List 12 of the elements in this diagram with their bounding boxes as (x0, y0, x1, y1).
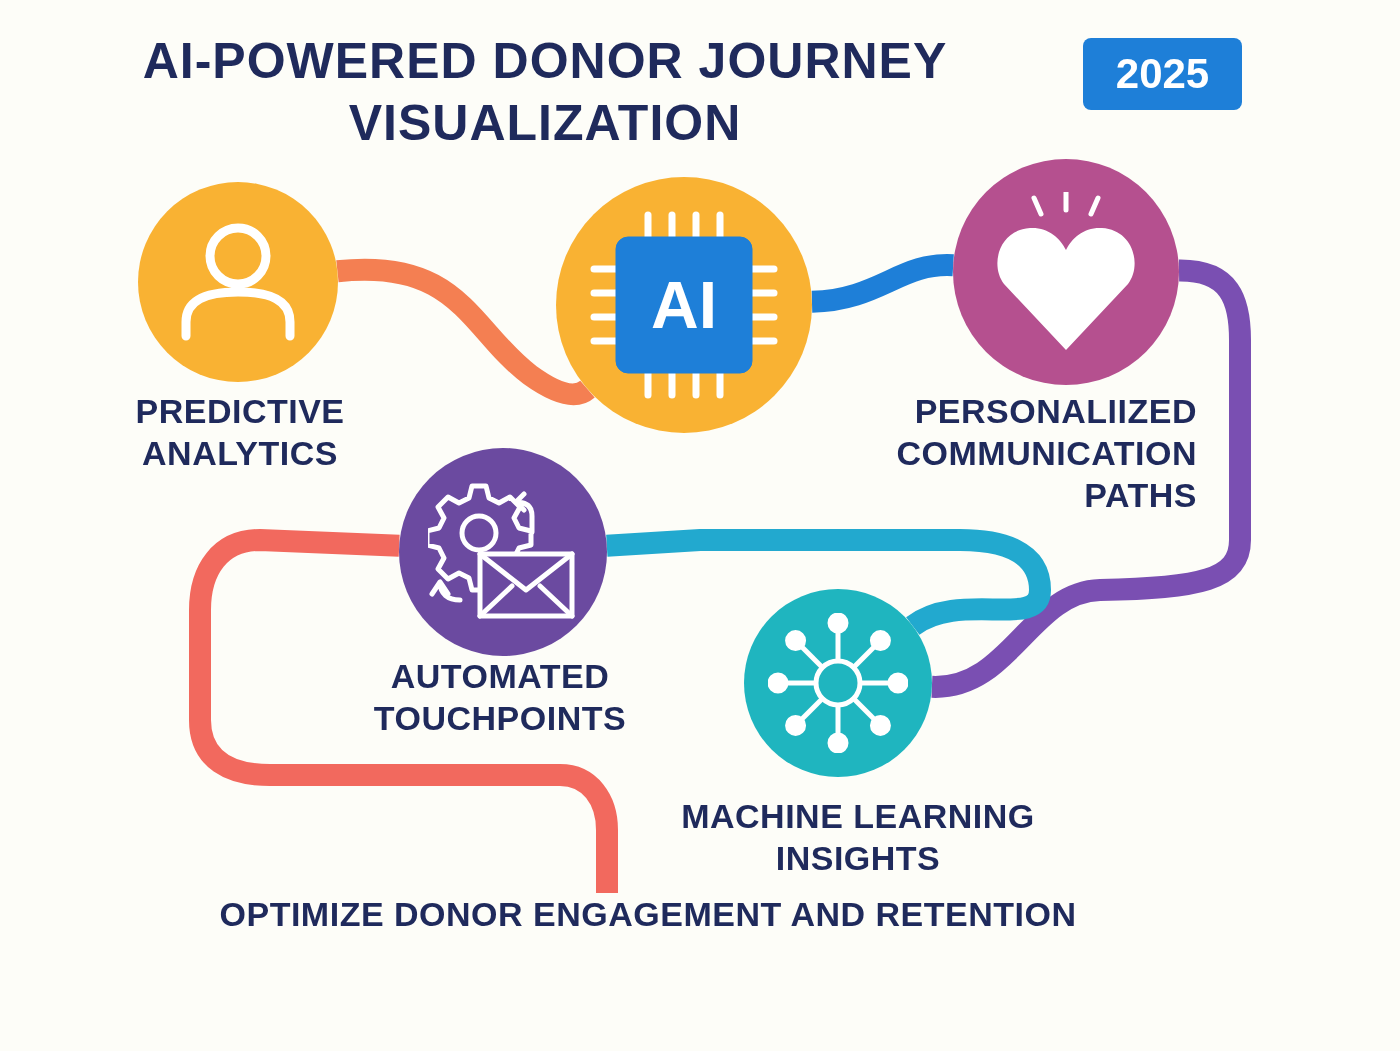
step-label: PREDICTIVE ANALYTICS (134, 391, 346, 474)
connector-path (189, 529, 618, 893)
step-label: AUTOMATED TOUCHPOINTS (372, 656, 628, 739)
step-label: PERSONALIIZED COMMUNICATION PATHS (895, 391, 1197, 516)
title: AI-POWERED DONOR JOURNEY VISUALIZATION (141, 32, 949, 153)
connector-path (336, 258, 594, 406)
year-badge: 2025 (1083, 38, 1242, 110)
goal-text: OPTIMIZE DONOR ENGAGEMENT AND RETENTION (218, 894, 1078, 935)
connector-path (606, 529, 1051, 636)
connector-path (811, 254, 954, 313)
chip-label: AI (651, 272, 717, 338)
step-label: MACHINE LEARNING INSIGHTS (680, 796, 1036, 879)
